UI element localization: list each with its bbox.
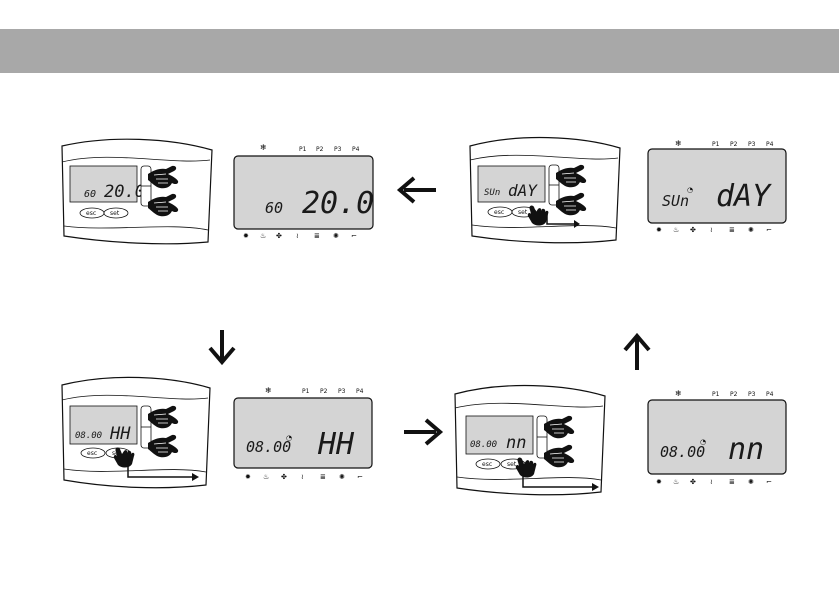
clock-icon: ⌐ [766,226,772,234]
sun-icon: ✹ [245,473,251,481]
radiator-icon: ≣ [320,473,326,481]
device-left-value: 08.00 [75,431,102,441]
lcd-label-p4: P4 [356,388,364,395]
sun-icon: ✺ [333,232,339,240]
sun-icon: ✹ [656,478,662,486]
lcd-label-p1: P1 [299,146,307,153]
lcd-label-p1: P1 [712,141,720,148]
flame-icon: ≀ [710,226,713,234]
sun-icon: ✺ [748,226,754,234]
lcd-left-value: SUn [662,192,689,210]
thermostat-device: SUn dAY esc set [470,138,620,243]
arrow-icon [625,336,649,370]
device-right-value: nn [506,433,526,453]
set-button[interactable]: set [518,209,528,216]
lcd-right-value: dAY [716,179,772,214]
lcd-right-value: nn [728,432,764,467]
lcd-left-value: 08.00 [246,438,291,456]
flame-icon: ♨ [673,478,679,486]
lcd-label-p1: P1 [712,391,720,398]
flame-icon: ≀ [710,478,713,486]
lcd-label-p4: P4 [352,146,360,153]
lcd-label-p3: P3 [748,391,756,398]
esc-button[interactable]: esc [482,461,492,468]
clock-icon: ⌐ [766,478,772,486]
flame-icon: ≀ [301,473,304,481]
lcd-display: ❄ P1 P2 P3 P4 08.00 ◔ HH ✹ ♨ ✤ ≀ ≣ ✺ ⌐ [234,386,372,481]
fan-icon: ✤ [276,232,282,240]
arrow-icon [400,178,436,202]
panel-d: 08.00 nn esc set ❄ P1 P2 P3 P4 08.00 ◔ n… [455,386,786,495]
lcd-label-p3: P3 [748,141,756,148]
device-left-value: 08.00 [470,440,497,450]
lcd-label-p2: P2 [320,388,328,395]
lcd-display: ❄ P1 P2 P3 P4 SUn ◔ dAY ✹ ♨ ✤ ≀ ≣ ✺ ⌐ [648,139,786,234]
arrow-icon [210,330,234,362]
flame-icon: ♨ [263,473,269,481]
flame-icon: ≀ [296,232,299,240]
device-right-value: dAY [508,181,538,200]
thermostat-device: 08.00 nn esc set [455,386,605,495]
flame-icon: ♨ [673,226,679,234]
clock-icon: ◔ [700,438,706,446]
clock-icon: ⌐ [351,232,357,240]
arrow-icon [404,420,440,444]
flame-icon: ♨ [260,232,266,240]
clock-icon: ⌐ [357,473,363,481]
set-button[interactable]: set [110,210,120,217]
device-right-value: 20.0 [104,182,145,202]
lcd-right-value: HH [317,427,355,462]
snowflake-icon: ❄ [260,143,267,152]
lcd-left-value: 60 [265,199,283,217]
lcd-label-p2: P2 [730,391,738,398]
panel-a: 60 20.0 esc set ❄ P1 P2 P3 P4 60 20.0 ✹ … [62,139,374,244]
device-left-value: 60 [84,189,96,200]
panel-c: 08.00 HH esc set ❄ P1 P2 P3 P4 08.00 ◔ H… [62,377,372,487]
fan-icon: ✤ [281,473,287,481]
esc-button[interactable]: esc [494,209,504,216]
lcd-display: ❄ P1 P2 P3 P4 08.00 ◔ nn ✹ ♨ ✤ ≀ ≣ ✺ ⌐ [648,389,786,486]
lcd-right-value: 20.0 [302,186,374,221]
device-left-value: SUn [484,188,500,198]
lcd-left-value: 08.00 [660,443,705,461]
snowflake-icon: ❄ [675,389,682,398]
esc-button[interactable]: esc [87,450,97,457]
lcd-label-p4: P4 [766,391,774,398]
lcd-label-p1: P1 [302,388,310,395]
thermostat-device: 08.00 HH esc set [62,377,210,487]
set-button[interactable]: set [507,461,517,468]
device-right-value: HH [109,424,131,444]
lcd-label-p3: P3 [338,388,346,395]
fan-icon: ✤ [690,478,696,486]
fan-icon: ✤ [690,226,696,234]
panel-b: SUn dAY esc set ❄ P1 P2 P3 P4 SUn ◔ dAY [470,138,786,243]
clock-icon: ◔ [687,186,693,194]
lcd-label-p4: P4 [766,141,774,148]
sun-icon: ✹ [243,232,249,240]
sun-icon: ✺ [339,473,345,481]
radiator-icon: ≣ [729,478,735,486]
snowflake-icon: ❄ [265,386,272,395]
lcd-display: ❄ P1 P2 P3 P4 60 20.0 ✹ ♨ ✤ ≀ ≣ ✺ ⌐ [234,143,374,240]
sun-icon: ✹ [656,226,662,234]
sun-icon: ✺ [748,478,754,486]
radiator-icon: ≣ [729,226,735,234]
esc-button[interactable]: esc [86,210,96,217]
clock-icon: ◔ [286,434,292,442]
lcd-label-p2: P2 [730,141,738,148]
snowflake-icon: ❄ [675,139,682,148]
thermostat-device: 60 20.0 esc set [62,139,212,244]
radiator-icon: ≣ [314,232,320,240]
lcd-label-p2: P2 [316,146,324,153]
lcd-label-p3: P3 [334,146,342,153]
